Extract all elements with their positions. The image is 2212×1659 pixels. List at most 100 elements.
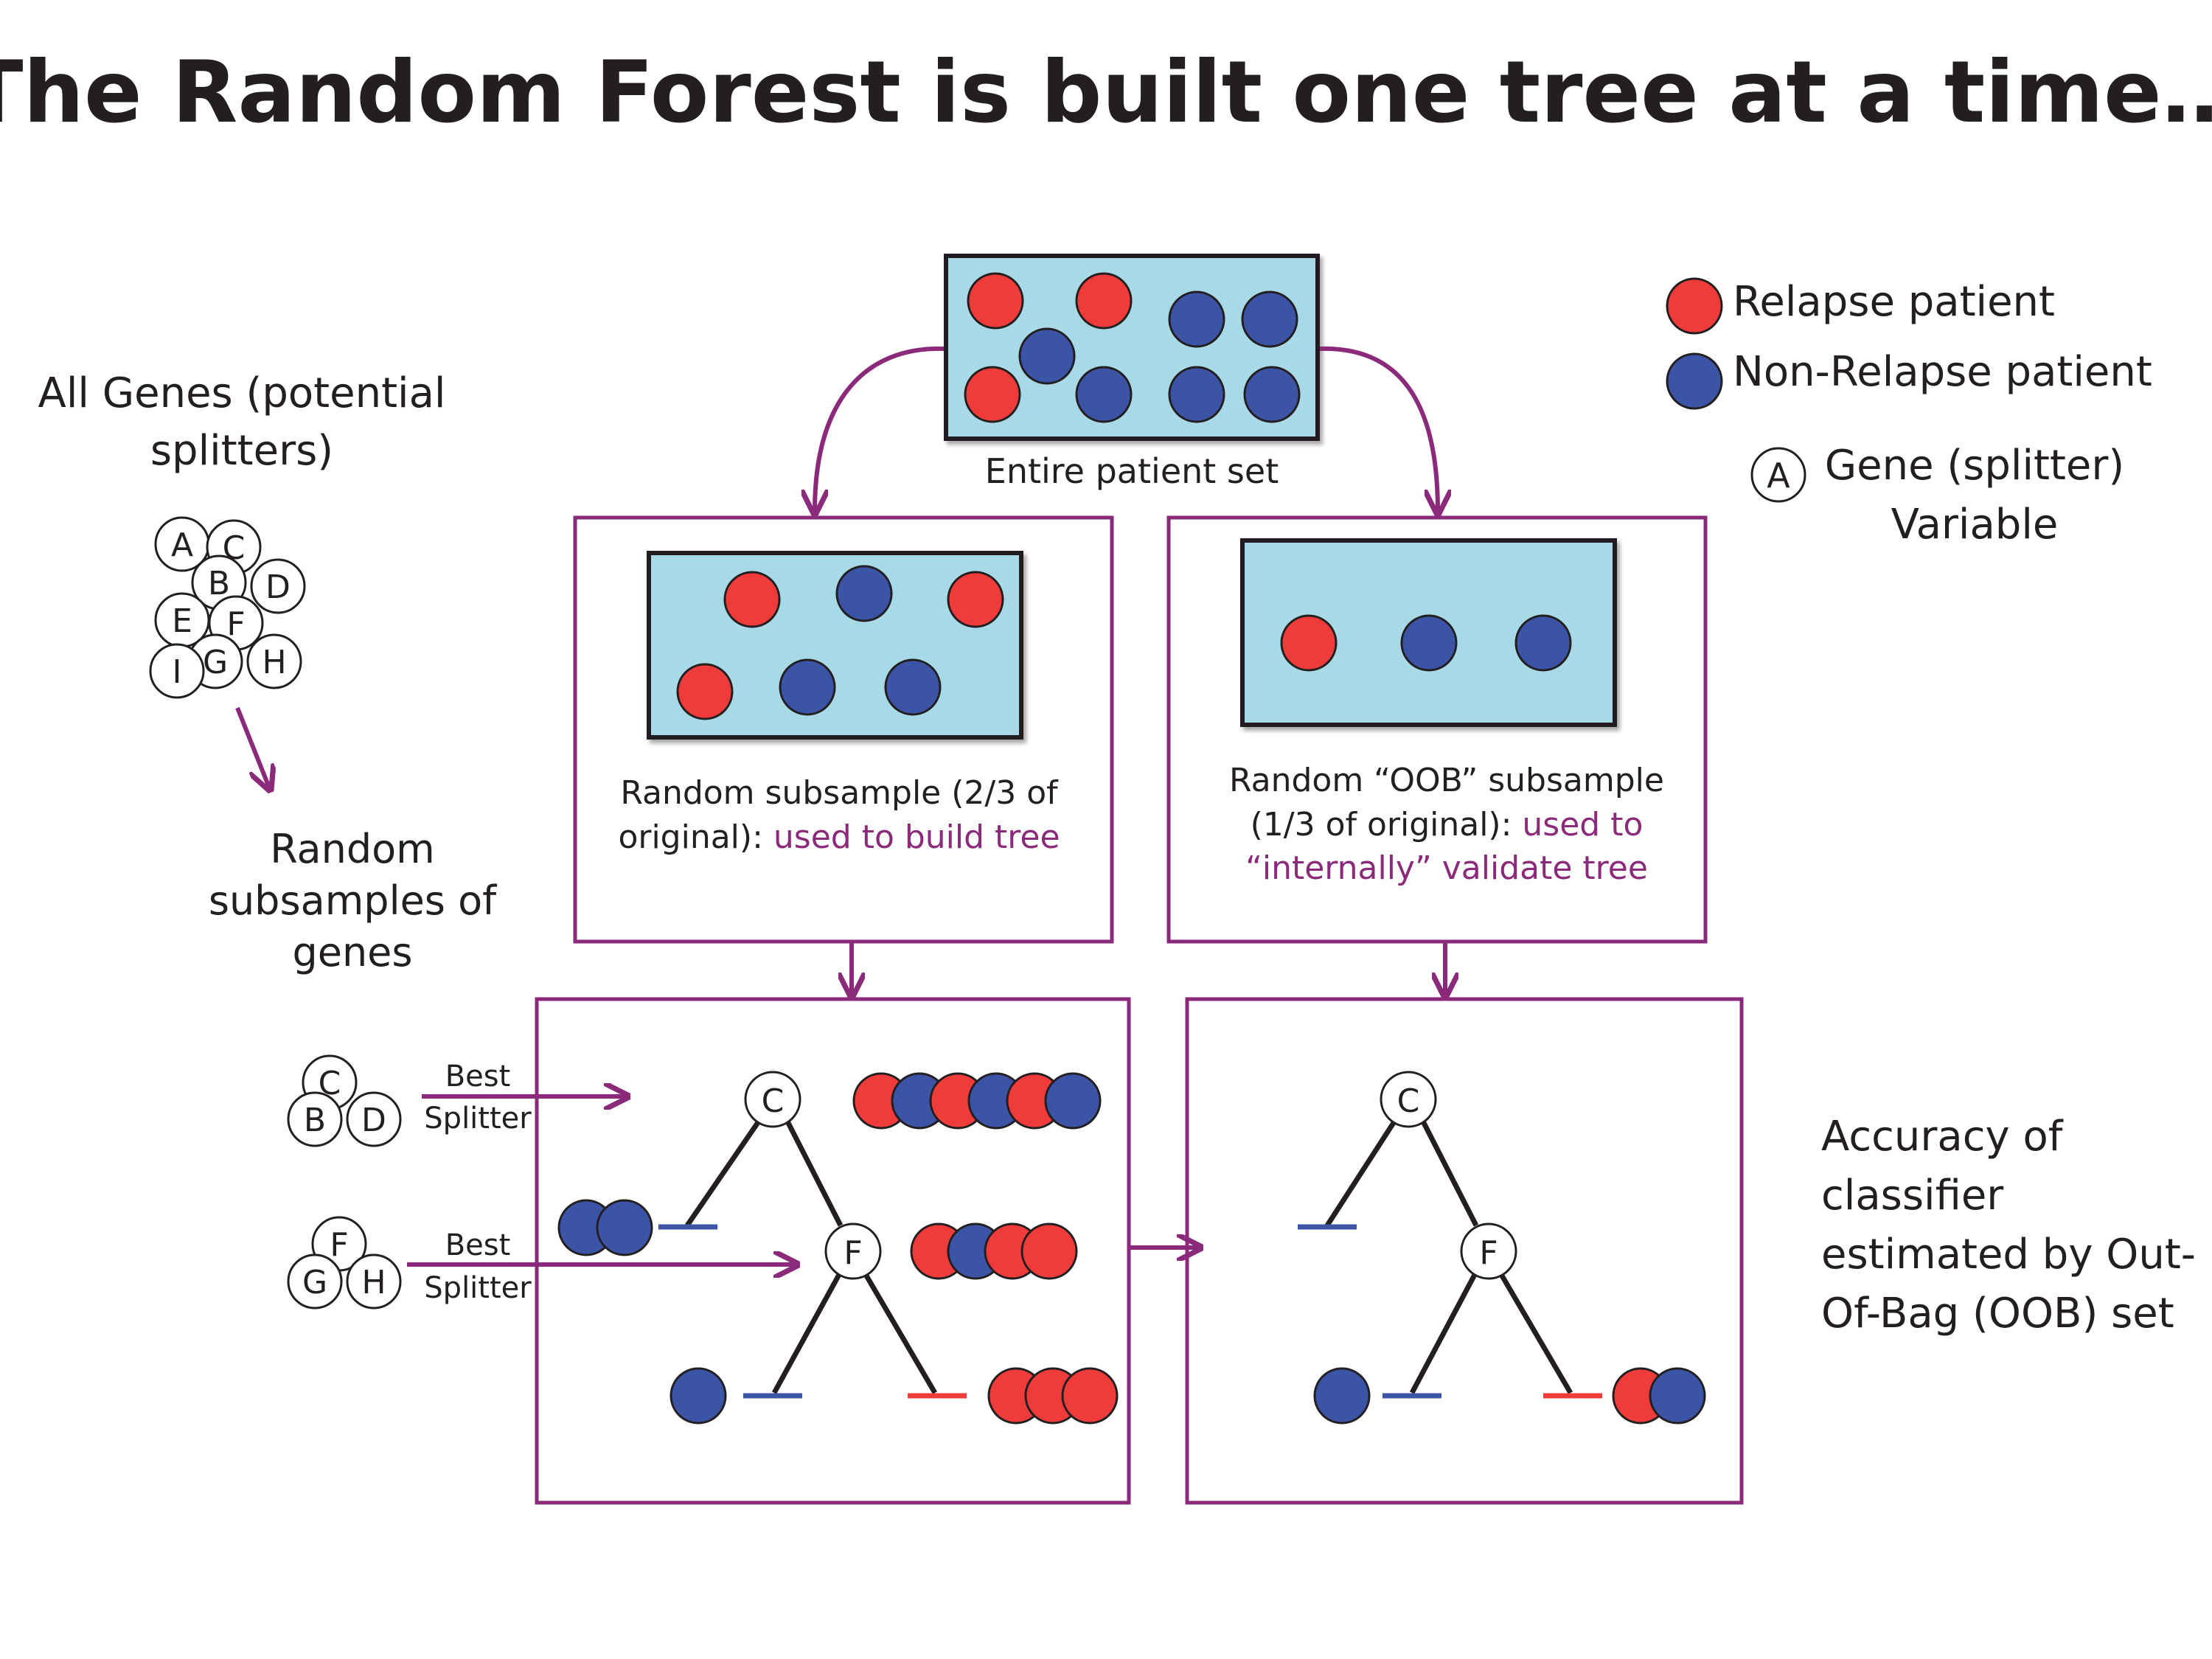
gene-letter: G bbox=[203, 644, 228, 681]
gene-icon bbox=[246, 633, 302, 689]
legend-relapse-dot bbox=[1666, 277, 1723, 335]
tree-edge bbox=[771, 1270, 844, 1394]
tree-node-root-label: C bbox=[1397, 1082, 1420, 1120]
oob-caption-line2: (1/3 of original): used to bbox=[1251, 806, 1644, 844]
non-relapse-patient-dot bbox=[1243, 366, 1301, 423]
tree-node-root-label: C bbox=[762, 1082, 785, 1120]
non-relapse-patient-dot bbox=[1241, 291, 1298, 348]
all-genes-line2: splitters) bbox=[150, 427, 333, 475]
gene-letter: H bbox=[361, 1264, 386, 1301]
relapse-patient-dot bbox=[1075, 272, 1133, 330]
non-relapse-patient-dot bbox=[596, 1199, 653, 1256]
oob-caption-line3: “internally” validate tree bbox=[1245, 849, 1648, 887]
tree-edge bbox=[782, 1116, 844, 1227]
train-caption-highlight: used to build tree bbox=[773, 818, 1060, 856]
non-relapse-patient-dot bbox=[884, 658, 942, 716]
accuracy-line1: Accuracy of bbox=[1821, 1113, 2064, 1161]
tree-edge bbox=[1497, 1270, 1573, 1394]
gene-letter: D bbox=[361, 1102, 386, 1139]
tree-node-root bbox=[744, 1071, 801, 1128]
oob-caption-line1: Random “OOB” subsample bbox=[1229, 762, 1664, 799]
tree-edge bbox=[1325, 1116, 1399, 1227]
train-caption-plain: original): bbox=[618, 818, 773, 856]
gene-letter: F bbox=[330, 1226, 348, 1264]
build-tree-panel: C F bbox=[535, 997, 1131, 1505]
tree-node-child-label: F bbox=[844, 1234, 862, 1272]
gene-subsamples-line1: Random bbox=[270, 826, 435, 872]
relapse-patient-dot bbox=[1020, 1222, 1078, 1280]
gene-letter: I bbox=[173, 653, 182, 691]
relapse-patient-dot bbox=[967, 272, 1024, 330]
train-caption-line2: original): used to build tree bbox=[618, 818, 1060, 856]
tree-edge bbox=[685, 1116, 764, 1227]
build-tree-panel-border bbox=[535, 997, 1131, 1505]
train-panel-border bbox=[573, 515, 1114, 944]
relapse-patient-dot bbox=[964, 366, 1021, 423]
gene-icon bbox=[346, 1253, 402, 1310]
gene-icon bbox=[287, 1091, 343, 1147]
train-caption-line1: Random subsample (2/3 of bbox=[620, 774, 1059, 812]
entire-set-caption: Entire patient set bbox=[985, 451, 1279, 491]
gene-letter: B bbox=[208, 565, 230, 602]
non-relapse-patient-dot bbox=[835, 565, 893, 622]
non-relapse-patient-dot bbox=[1168, 366, 1225, 423]
non-relapse-patient-dot bbox=[1313, 1367, 1371, 1425]
splitter-label-line1: Best bbox=[445, 1228, 511, 1262]
splitter-group-1: C B D Best Splitter bbox=[287, 1054, 625, 1147]
gene-icon bbox=[287, 1253, 343, 1310]
page-title: The Random Forest is built one tree at a… bbox=[0, 43, 2212, 142]
legend-gene-symbol: A bbox=[1767, 456, 1790, 495]
gene-letter: A bbox=[171, 526, 193, 564]
accuracy-line4: Of-Bag (OOB) set bbox=[1821, 1290, 2174, 1338]
relapse-patient-dot bbox=[676, 663, 734, 720]
non-relapse-patient-dot bbox=[1400, 614, 1458, 672]
gene-letter: B bbox=[304, 1102, 326, 1139]
gene-letter: E bbox=[172, 602, 192, 640]
non-relapse-patient-dot bbox=[1168, 291, 1225, 348]
gene-letter: H bbox=[262, 644, 286, 681]
legend-relapse-label: Relapse patient bbox=[1733, 278, 2055, 326]
non-relapse-patient-dot bbox=[1018, 327, 1076, 385]
legend-gene-line1: Gene (splitter) bbox=[1825, 442, 2125, 490]
all-genes-line1: All Genes (potential bbox=[38, 369, 446, 417]
arrow-to-oob-subsample bbox=[1319, 346, 1438, 511]
arrow-to-train-subsample bbox=[815, 346, 945, 511]
oob-caption-highlight: used to bbox=[1522, 806, 1643, 844]
relapse-patient-dot bbox=[1061, 1367, 1119, 1425]
legend-non-relapse-dot bbox=[1666, 352, 1723, 410]
tree-edge bbox=[861, 1270, 938, 1394]
oob-panel-border bbox=[1166, 515, 1708, 944]
splitter-label-line2: Splitter bbox=[424, 1102, 532, 1135]
non-relapse-patient-dot bbox=[779, 658, 836, 716]
non-relapse-patient-dot bbox=[1514, 614, 1572, 672]
gene-letter: D bbox=[265, 568, 291, 606]
accuracy-line2: classifier bbox=[1821, 1172, 2004, 1220]
non-relapse-patient-dot bbox=[669, 1367, 727, 1425]
oob-tree-panel: C F bbox=[1185, 997, 1744, 1505]
gene-subsamples-line2: subsamples of bbox=[209, 877, 498, 924]
tree-node-root bbox=[1380, 1071, 1437, 1128]
non-relapse-patient-dot bbox=[1044, 1072, 1102, 1130]
non-relapse-patient-dot bbox=[1649, 1367, 1706, 1425]
tree-node-child bbox=[1460, 1222, 1517, 1280]
train-subsample-panel: Random subsample (2/3 of original): used… bbox=[573, 515, 1114, 944]
relapse-patient-dot bbox=[723, 571, 781, 628]
accuracy-line3: estimated by Out- bbox=[1821, 1231, 2196, 1279]
legend: Relapse patient Non-Relapse patient A Ge… bbox=[1666, 277, 2152, 549]
relapse-leaf-patients bbox=[987, 1367, 1119, 1425]
gene-subsamples-line3: genes bbox=[292, 929, 412, 975]
accuracy-note: Accuracy of classifier estimated by Out-… bbox=[1821, 1113, 2196, 1338]
legend-gene-line2: Variable bbox=[1891, 501, 2059, 549]
left-leaf-patients bbox=[557, 1199, 653, 1256]
relapse-patient-dot bbox=[1280, 614, 1338, 672]
child-patient-row bbox=[910, 1222, 1078, 1280]
splitter-label-line2: Splitter bbox=[424, 1271, 532, 1305]
gene-icon bbox=[346, 1091, 402, 1147]
gene-icon bbox=[149, 643, 205, 699]
non-relapse-patient-dot bbox=[1075, 366, 1133, 423]
oob-subsample-panel: Random “OOB” subsample (1/3 of original)… bbox=[1166, 515, 1708, 944]
oob-caption-plain: (1/3 of original): bbox=[1251, 806, 1523, 844]
oob-tree-panel-border bbox=[1185, 997, 1744, 1505]
